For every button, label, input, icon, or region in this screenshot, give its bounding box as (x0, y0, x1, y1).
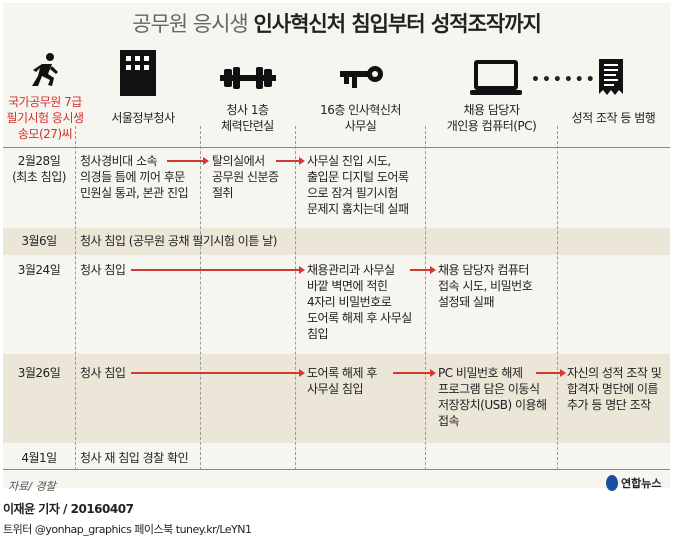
row-date: 4월1일 (21, 451, 57, 465)
row-cell: 청사 침입 (80, 366, 126, 380)
yonhap-logo: 연합뉴스 (606, 475, 661, 491)
arrow (276, 157, 305, 165)
divider (3, 147, 670, 148)
row-date: 3월24일 (17, 263, 61, 277)
laptop-icon (470, 60, 522, 95)
building-icon (120, 50, 156, 96)
key-icon (340, 66, 383, 88)
arrow (393, 369, 436, 377)
column-divider (200, 126, 201, 470)
header-pc: 채용 담당자 개인용 컴퓨터(PC) (446, 103, 537, 133)
row-cell: 채용 담당자 컴퓨터 접속 시도, 비밀번호 설정돼 실패 (438, 263, 533, 309)
running-person-icon (32, 53, 58, 86)
arrow (536, 369, 566, 377)
row-cell: 청사 재 침입 경찰 확인 (80, 451, 189, 465)
receipt-icon (599, 59, 623, 95)
column-divider (425, 126, 426, 470)
row-date: 3월26일 (17, 366, 61, 380)
logo-text: 연합뉴스 (621, 477, 662, 490)
logo-mark-icon (606, 475, 618, 491)
divider (3, 469, 670, 470)
row-cell: 청사경비대 소속 의경들 틈에 끼어 후문 민원실 통과, 본관 진입 (80, 154, 189, 200)
column-divider (557, 126, 558, 470)
row-cell: 채용관리과 사무실 바깥 벽면에 적힌 4자리 비밀번호로 도어록 해제 후 사… (307, 263, 412, 341)
arrow (410, 266, 436, 274)
title-bold: 인사혁신처 침입부터 성적조작까지 (253, 12, 541, 36)
header-suspect: 국가공무원 7급 필기시험 응시생 송모(27)씨 (6, 95, 84, 141)
row-shade (3, 354, 670, 443)
row-cell: 청사 침입 (공무원 공채 필기시험 이튿 날) (80, 234, 277, 248)
header-gym: 청사 1층 체력단련실 (221, 103, 274, 133)
title-light: 공무원 응시생 (132, 12, 249, 36)
header-office: 16층 인사혁신처 사무실 (320, 103, 401, 133)
row-cell: 청사 침입 (80, 263, 126, 277)
row-cell: PC 비밀번호 해제 프로그램 담은 이동식 저장장치(USB) 이용해 접속 (438, 366, 547, 428)
source-note: 자료/ 경찰 (8, 480, 56, 493)
arrow (131, 369, 305, 377)
header-crime: 성적 조작 등 범행 (571, 111, 656, 125)
row-cell: 탈의실에서 공무원 신분증 절취 (212, 154, 279, 200)
row-shade (3, 228, 670, 255)
arrow (131, 266, 305, 274)
arrow (167, 157, 209, 165)
social-links: 트위터 @yonhap_graphics 페이스북 tuney.kr/LeYN1 (3, 523, 252, 536)
dotted-connector: •••••• (531, 72, 597, 88)
page-title: 공무원 응시생 인사혁신처 침입부터 성적조작까지 (0, 8, 673, 38)
byline: 이재윤 기자 / 20160407 (3, 502, 134, 516)
row-date: 2월28일 (최초 침입) (12, 154, 66, 184)
dumbbell-icon (220, 67, 276, 89)
row-cell: 도어록 해제 후 사무실 침입 (307, 366, 377, 396)
column-divider (75, 126, 76, 470)
header-government-complex: 서울정부청사 (111, 111, 175, 125)
row-date: 3월6일 (21, 234, 57, 248)
row-cell: 자신의 성적 조작 및 합격자 명단에 이름 추가 등 명단 조작 (567, 366, 662, 412)
column-divider (295, 126, 296, 470)
row-cell: 사무실 진입 시도, 출입문 디지털 도어록 으로 잠겨 필기시험 문제지 훔치… (307, 154, 409, 216)
